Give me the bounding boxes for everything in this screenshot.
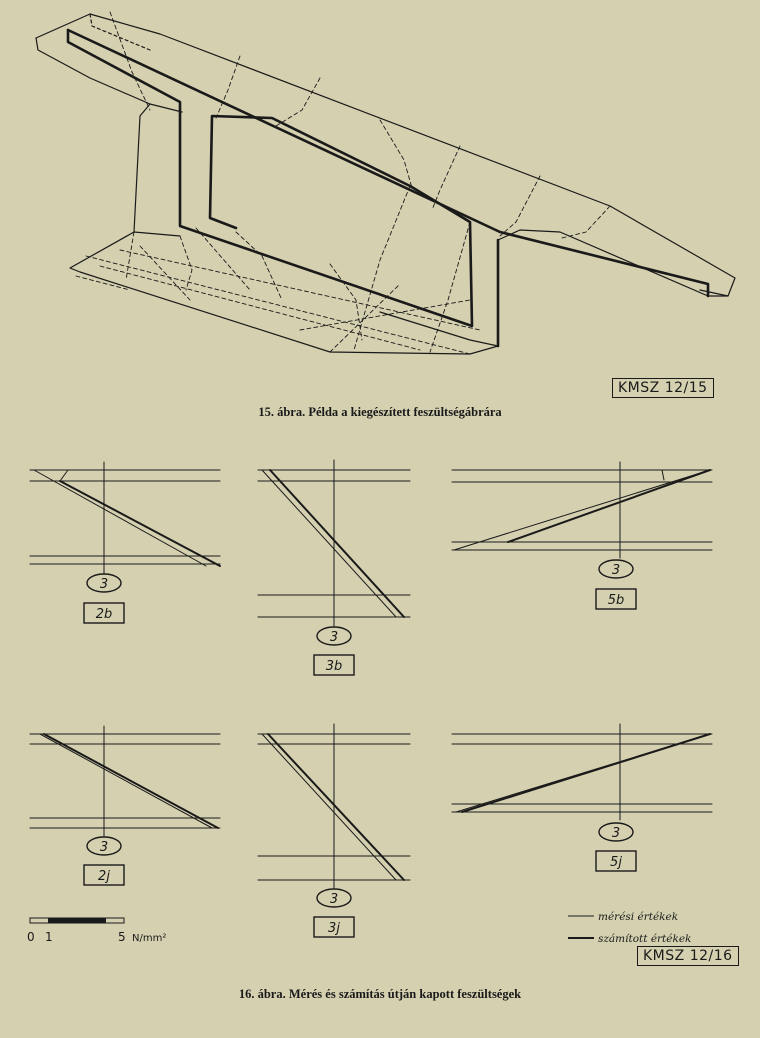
section-ellipse-3b xyxy=(316,626,352,646)
section-ellipse-3j xyxy=(316,888,352,908)
section-number-3j: 3 xyxy=(330,892,338,907)
panel-label-2b: 2b xyxy=(96,607,113,622)
section-number-2j: 3 xyxy=(100,840,108,855)
legend-measured-label: mérési értékek xyxy=(598,911,678,923)
panel-2b xyxy=(29,461,221,575)
measured-line-2j xyxy=(39,733,213,829)
figure15-caption: 15. ábra. Példa a kiegészített feszültsé… xyxy=(258,405,502,419)
label-box-5b xyxy=(595,588,637,610)
panel-5b xyxy=(451,461,713,559)
panel-label-5j: 5j xyxy=(610,855,622,870)
left-flange xyxy=(35,13,736,297)
section-number-3b: 3 xyxy=(330,630,338,645)
box-girder-drawing xyxy=(35,11,736,355)
panel-label-5b: 5b xyxy=(608,593,625,608)
stress-panels xyxy=(29,459,713,889)
panel-5j xyxy=(451,723,713,821)
calculated-line-5j xyxy=(461,733,711,813)
section-number-5j: 3 xyxy=(612,826,620,841)
label-box-2b xyxy=(83,602,125,624)
label-box-3b xyxy=(313,654,355,676)
measured-line-3j xyxy=(261,733,397,881)
section-ellipse-2b xyxy=(86,573,122,593)
calculated-line-3b xyxy=(269,469,405,618)
scale-unit: N/mm² xyxy=(132,933,166,944)
measured-line-2b xyxy=(33,469,207,567)
panel-tag-texts: 3 2b 3 3b 3 5b 3 2j 3 3j 3 5j xyxy=(96,563,625,936)
stress-surface-lines xyxy=(75,11,611,355)
label-box-3j xyxy=(313,916,355,938)
right-flange xyxy=(69,103,729,355)
panel-tags xyxy=(83,559,637,938)
measured-line-3b xyxy=(261,469,397,618)
calculated-line-2b xyxy=(59,480,221,567)
legend: mérési értékek számított értékek xyxy=(568,911,691,945)
legend-calculated-label: számított értékek xyxy=(598,933,691,945)
section-ellipse-2j xyxy=(86,836,122,856)
section-number-5b: 3 xyxy=(612,563,620,578)
panel-2j xyxy=(29,725,221,837)
panel-label-2j: 2j xyxy=(98,869,110,884)
figure16-caption: 16. ábra. Mérés és számítás útján kapott… xyxy=(238,987,522,1001)
panel-label-3j: 3j xyxy=(328,921,340,936)
scale-tick-0: 0 xyxy=(27,930,35,944)
calculated-line-3j xyxy=(267,733,405,881)
scale-bar-labels: 0 1 5 N/mm² xyxy=(27,930,166,944)
calculated-line-5b xyxy=(507,469,711,543)
figure15-stamp: KMSZ 12/15 xyxy=(612,378,714,398)
figure16-stamp: KMSZ 12/16 xyxy=(637,946,739,966)
panel-3b xyxy=(257,459,411,627)
section-number-2b: 3 xyxy=(100,577,108,592)
label-box-5j xyxy=(595,850,637,872)
measured-line-5b xyxy=(453,469,711,551)
section-ellipse-5b xyxy=(598,559,634,579)
label-box-2j xyxy=(83,864,125,886)
calculated-line-2j xyxy=(43,733,219,829)
panel-3j xyxy=(257,723,411,889)
scale-tick-1: 1 xyxy=(45,930,53,944)
panel-label-3b: 3b xyxy=(326,659,343,674)
scale-bar xyxy=(29,917,125,924)
section-ellipse-5j xyxy=(598,822,634,842)
scale-tick-5: 5 xyxy=(118,930,126,944)
